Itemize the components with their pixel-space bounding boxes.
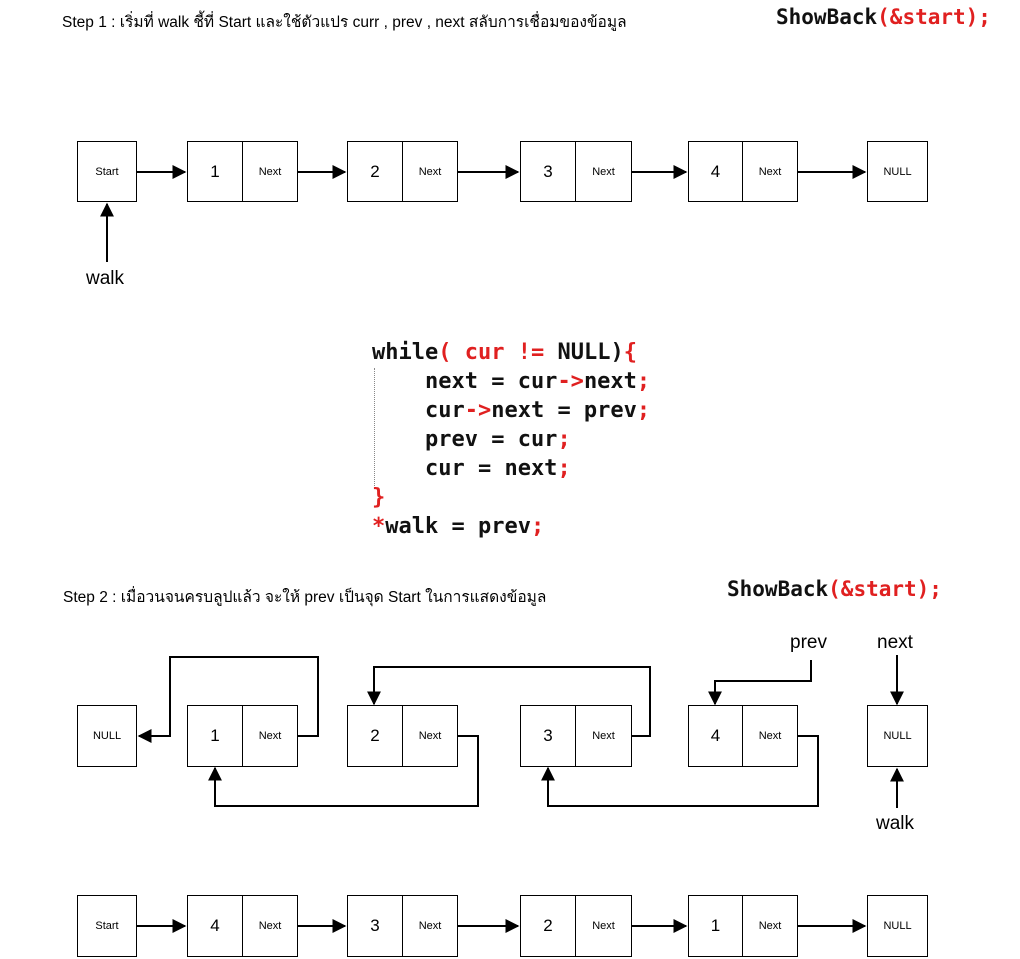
step1-call-name: ShowBack xyxy=(776,5,878,29)
r2-walk-label: walk xyxy=(876,813,915,834)
code-line-4: prev = cur; xyxy=(372,427,571,452)
code-indent-guide xyxy=(374,368,375,486)
r3-node-next: Next xyxy=(742,895,798,957)
r3-node-next: Next xyxy=(402,895,458,957)
r1-node-value: 1 xyxy=(187,141,243,202)
code-line-5: cur = next; xyxy=(372,456,571,481)
code-line-6: } xyxy=(372,485,386,510)
r3-node-value: 2 xyxy=(520,895,576,957)
r3-node-next: Next xyxy=(575,895,632,957)
step1-text: Step 1 : เริ่มที่ walk ชี้ที่ Start และใ… xyxy=(62,14,627,31)
r2-prev-arrow xyxy=(708,660,812,706)
r2-node-value: 3 xyxy=(520,705,576,767)
r2-node-next: Next xyxy=(402,705,458,767)
step2-call-name: ShowBack xyxy=(727,577,829,601)
r2-node-value: 4 xyxy=(688,705,743,767)
code-line-7: *walk = prev; xyxy=(372,514,545,538)
r1-node-value: 3 xyxy=(520,141,576,202)
step2-call-args: (&start); xyxy=(828,577,942,601)
step1-call-args: (&start); xyxy=(877,5,991,29)
r2-link-3-to-2 xyxy=(367,666,651,737)
r1-start-box: Start xyxy=(77,141,137,202)
r3-node-next: Next xyxy=(242,895,298,957)
step1-call: ShowBack(&start); xyxy=(776,5,991,29)
r1-node-next: Next xyxy=(575,141,632,202)
r1-node-next: Next xyxy=(742,141,798,202)
code-line-2: next = cur->next; xyxy=(372,369,651,394)
r1-node-value: 4 xyxy=(688,141,743,202)
r2-node-next: Next xyxy=(575,705,632,767)
r2-link-1-to-null xyxy=(137,656,319,743)
r2-node-next: Next xyxy=(242,705,298,767)
r1-walk-label: walk xyxy=(86,268,125,289)
step2-call: ShowBack(&start); xyxy=(727,577,942,601)
r3-null-box: NULL xyxy=(867,895,928,957)
r1-null-box: NULL xyxy=(867,141,928,202)
r2-node-next: Next xyxy=(742,705,798,767)
r2-null-head-box: NULL xyxy=(77,705,137,767)
r3-node-value: 1 xyxy=(688,895,743,957)
r2-prev-label: prev xyxy=(790,632,827,653)
r2-link-2-to-1 xyxy=(208,735,479,807)
r1-node-value: 2 xyxy=(347,141,403,202)
code-block: while( cur != NULL){ next = cur->next; c… xyxy=(372,338,692,538)
r2-null-tail-box: NULL xyxy=(867,705,928,767)
r3-node-value: 4 xyxy=(187,895,243,957)
code-line-1: while( cur != NULL){ xyxy=(372,340,637,365)
code-line-3: cur->next = prev; xyxy=(372,398,651,423)
r2-link-4-to-3 xyxy=(541,735,819,807)
r2-node-value: 1 xyxy=(187,705,243,767)
r3-node-value: 3 xyxy=(347,895,403,957)
r2-next-label: next xyxy=(877,632,913,653)
r1-node-next: Next xyxy=(242,141,298,202)
r2-node-value: 2 xyxy=(347,705,403,767)
r3-start-box: Start xyxy=(77,895,137,957)
r1-node-next: Next xyxy=(402,141,458,202)
step2-text: Step 2 : เมื่อวนจนครบลูปแล้ว จะให้ prev … xyxy=(63,589,547,606)
